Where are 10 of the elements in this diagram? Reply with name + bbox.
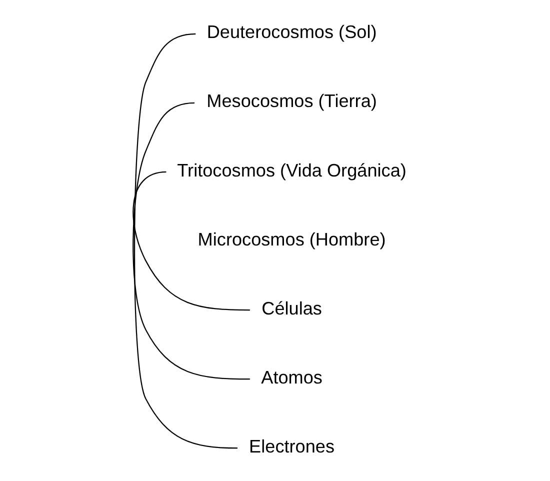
node-text: Deuterocosmos (Sol) <box>206 22 377 42</box>
node-text: Células <box>262 298 322 318</box>
node-text: Microcosmos (Hombre) <box>198 228 386 249</box>
connector <box>134 32 238 448</box>
connector <box>132 102 250 380</box>
connector <box>132 170 250 310</box>
node-text: Electrones <box>249 436 335 456</box>
node-text: Atomos <box>261 366 322 387</box>
node-text: Tritocosmos (Vida Orgánica) <box>177 160 406 180</box>
node-text: Mesocosmos (Tierra) <box>206 90 377 111</box>
